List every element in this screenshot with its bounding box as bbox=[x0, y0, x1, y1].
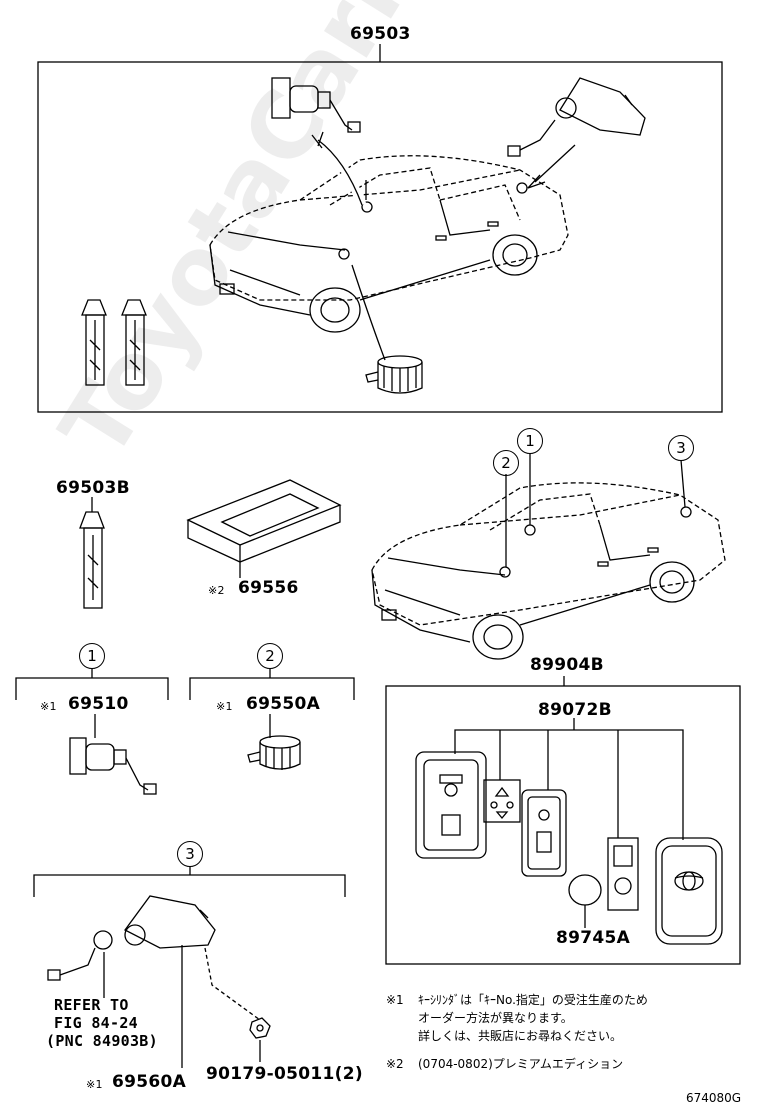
part-number-89904b: 89904B bbox=[530, 655, 604, 675]
refer-line-2: FIG 84-24 bbox=[54, 1014, 138, 1032]
door-lock-cylinder-top bbox=[271, 77, 361, 133]
mark-1-69510: ※1 bbox=[40, 700, 57, 713]
part-number-89072b: 89072B bbox=[538, 700, 612, 720]
key-case-rear bbox=[521, 789, 567, 877]
mark-2: ※2 bbox=[208, 584, 225, 597]
callout-1: 1 bbox=[79, 643, 105, 669]
part-number-69510: 69510 bbox=[68, 694, 129, 714]
part-number-69503: 69503 bbox=[350, 24, 411, 44]
trunk-lock-cylinder-69560a bbox=[47, 895, 216, 981]
trunk-lock-cylinder-top bbox=[507, 77, 646, 157]
key-button-pad bbox=[483, 779, 521, 823]
part-number-69556: 69556 bbox=[238, 578, 299, 598]
key-blank-69503b bbox=[79, 511, 105, 609]
callout-2-top: 2 bbox=[493, 450, 519, 476]
callout-1-top: 1 bbox=[517, 428, 543, 454]
refer-line-3: (PNC 84903B) bbox=[46, 1032, 158, 1050]
battery-89745a bbox=[568, 874, 602, 906]
callout-3: 3 bbox=[177, 841, 203, 867]
key-blank-top bbox=[81, 299, 147, 386]
key-circuit-board bbox=[607, 837, 639, 911]
note-1-mark: ※1 bbox=[386, 993, 404, 1007]
mark-1-69550a: ※1 bbox=[216, 700, 233, 713]
part-number-69560a: 69560A bbox=[112, 1072, 187, 1092]
vehicle-body-middle bbox=[371, 506, 695, 660]
note-1-line-1: ｷｰｼﾘﾝﾀﾞは「ｷｰNo.指定」の受注生産のため bbox=[418, 993, 648, 1007]
note-1-line-3: 詳しくは、共販店にお尋ねください。 bbox=[418, 1029, 623, 1043]
part-number-69503b: 69503B bbox=[56, 478, 130, 498]
premium-edition-box-69556 bbox=[186, 479, 342, 563]
key-case-front bbox=[415, 751, 487, 859]
callout-3-top: 3 bbox=[668, 435, 694, 461]
mark-1-69560a: ※1 bbox=[86, 1078, 103, 1091]
part-number-90179-05011: 90179-05011(2) bbox=[206, 1064, 363, 1084]
note-1-line-2: オーダー方法が異なります。 bbox=[418, 1011, 573, 1025]
group-bracket-2 bbox=[189, 677, 355, 700]
ignition-cylinder-69550a bbox=[247, 735, 301, 770]
refer-line-1: REFER TO bbox=[54, 996, 129, 1014]
door-lock-cylinder-69510 bbox=[69, 737, 157, 795]
vehicle-illustration-middle bbox=[371, 482, 726, 626]
ignition-cylinder-top bbox=[365, 355, 423, 394]
assembly-box-89904b bbox=[385, 685, 741, 965]
note-2-mark: ※2 bbox=[386, 1057, 404, 1071]
note-2-line-1: (0704-0802)プレミアムエディション bbox=[418, 1057, 624, 1071]
callout-2: 2 bbox=[257, 643, 283, 669]
part-number-69550a: 69550A bbox=[246, 694, 321, 714]
vehicle-illustration-top bbox=[209, 155, 569, 301]
group-bracket-3 bbox=[33, 874, 346, 897]
nut-90179 bbox=[249, 1017, 271, 1039]
figure-code: 674080G bbox=[686, 1091, 742, 1105]
part-number-89745a: 89745A bbox=[556, 928, 631, 948]
vehicle-body-top bbox=[209, 182, 538, 333]
smart-key-fob bbox=[655, 837, 723, 945]
